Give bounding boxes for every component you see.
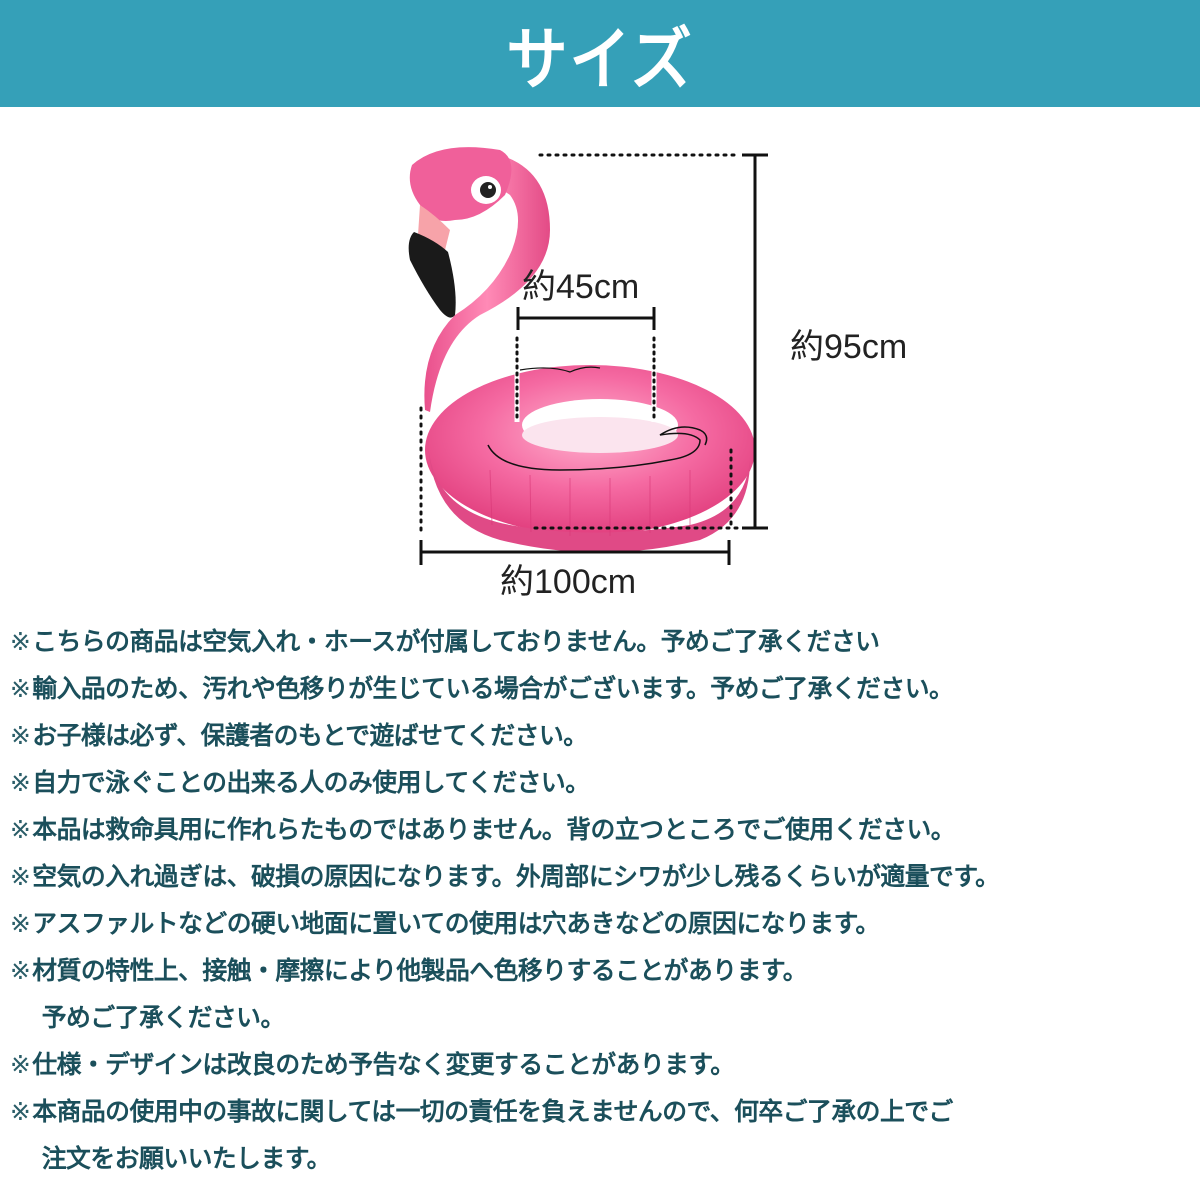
ring-body <box>425 365 755 553</box>
reference-mark: ※ <box>10 909 31 938</box>
note-item: ※材質の特性上、接触・摩擦により他製品へ色移りすることがあります。 <box>10 956 808 985</box>
header-banner: サイズ <box>0 0 1200 107</box>
note-continuation: 予めご了承ください。 <box>41 1003 286 1032</box>
note-item: ※自力で泳ぐことの出来る人のみ使用してください。 <box>10 768 590 797</box>
reference-mark: ※ <box>10 1050 31 1079</box>
height-label: 約95cm <box>790 328 908 366</box>
note-item: ※本商品の使用中の事故に関しては一切の責任を負えませんので、何卒ご了承の上でご <box>10 1097 953 1126</box>
note-item: ※輸入品のため、汚れや色移りが生じている場合がございます。予めご了承ください。 <box>10 674 954 703</box>
reference-mark: ※ <box>10 674 31 703</box>
reference-mark: ※ <box>10 768 31 797</box>
note-item: ※空気の入れ過ぎは、破損の原因になります。外周部にシワが少し残るくらいが適量です… <box>10 862 1000 891</box>
reference-mark: ※ <box>10 1097 31 1126</box>
note-item: ※仕様・デザインは改良のため予告なく変更することがあります。 <box>10 1050 735 1079</box>
note-continuation: 注文をお願いいたします。 <box>41 1144 332 1173</box>
beak <box>408 232 456 318</box>
note-item: ※本品は救命具用に作れらたものではありません。背の立つところでご使用ください。 <box>10 815 956 844</box>
reference-mark: ※ <box>10 815 31 844</box>
flamingo-float-illustration <box>408 147 768 565</box>
inner-diameter-label: 約45cm <box>522 268 640 306</box>
reference-mark: ※ <box>10 862 31 891</box>
flamingo-neck <box>408 147 550 412</box>
product-size-diagram <box>400 140 950 610</box>
reference-mark: ※ <box>10 956 31 985</box>
reference-mark: ※ <box>10 627 31 656</box>
page-title: サイズ <box>506 21 694 100</box>
width-label: 約100cm <box>500 563 637 601</box>
note-item: ※こちらの商品は空気入れ・ホースが付属しておりません。予めご了承ください <box>10 627 880 656</box>
note-item: ※お子様は必ず、保護者のもとで遊ばせてください。 <box>10 721 588 750</box>
caution-notes-list: ※こちらの商品は空気入れ・ホースが付属しておりません。予めご了承ください ※輸入… <box>10 618 1200 1182</box>
dimension-lines <box>419 153 768 565</box>
reference-mark: ※ <box>10 721 31 750</box>
note-item: ※アスファルトなどの硬い地面に置いての使用は穴あきなどの原因になります。 <box>10 909 880 938</box>
